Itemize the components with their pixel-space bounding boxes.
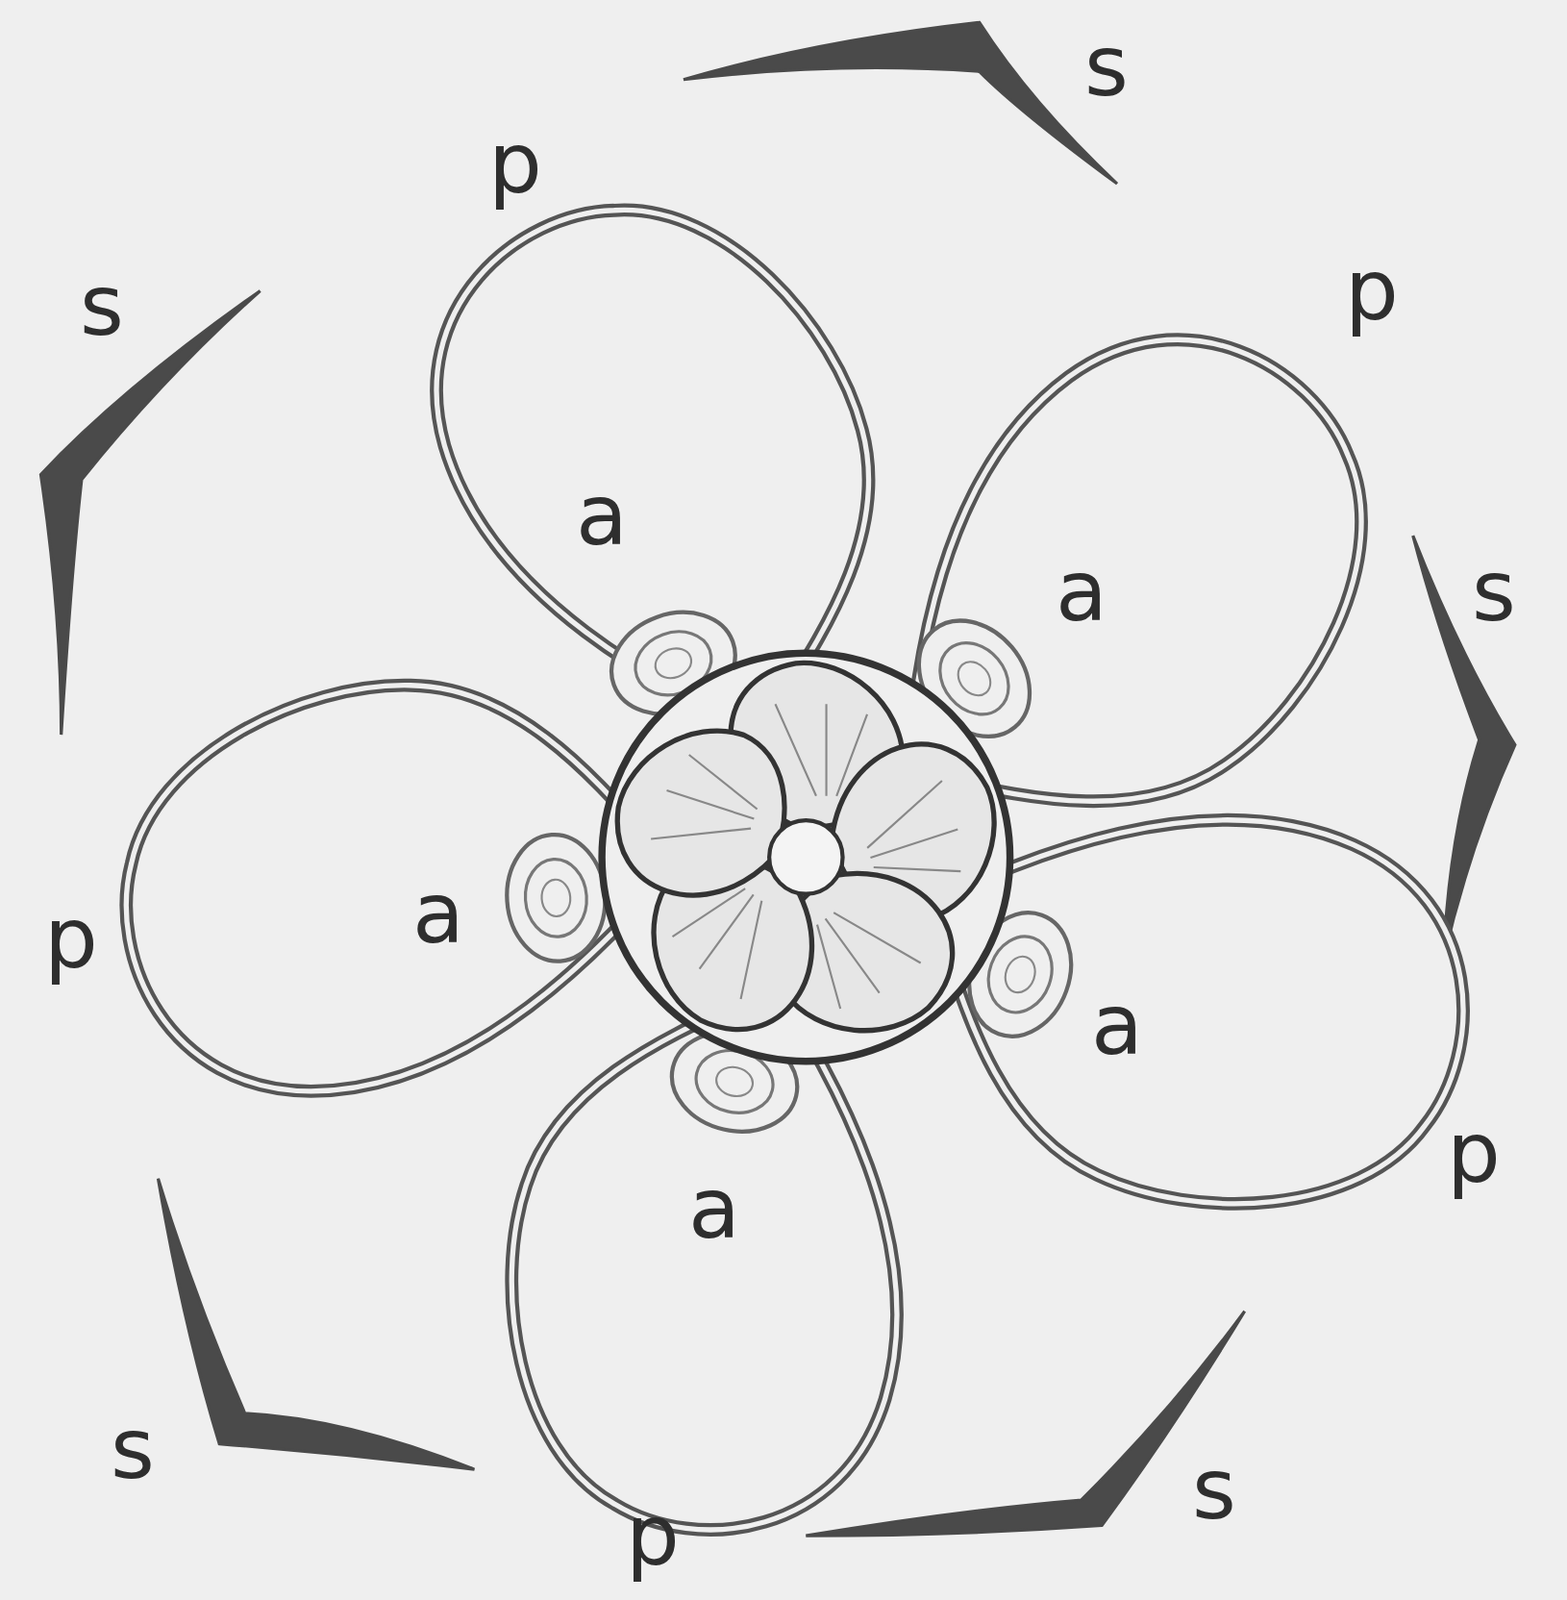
flower-center (597, 652, 1021, 1071)
anther-label: a (1091, 982, 1144, 1068)
anther-core (951, 655, 997, 702)
sepal (683, 22, 1118, 184)
anther-label: a (412, 870, 465, 956)
anther-inner (522, 856, 590, 939)
stigma (769, 820, 843, 894)
petal-label: p (488, 121, 543, 206)
anther-label: a (688, 1166, 741, 1251)
anther-core (1000, 951, 1041, 996)
sepal-label: s (1084, 24, 1129, 109)
petal-label: p (625, 1492, 680, 1578)
petal-label: p (1446, 1110, 1501, 1195)
petals (111, 148, 1516, 1567)
sepal-label: s (1192, 1446, 1237, 1532)
sepal (40, 290, 260, 735)
sepal (157, 1178, 474, 1469)
anther-core (713, 1063, 756, 1100)
petal-label: p (44, 895, 99, 981)
anther-label: a (575, 472, 628, 558)
petal-label: p (1344, 248, 1399, 333)
anther (502, 831, 610, 965)
anther-core (540, 878, 572, 918)
carpel (597, 704, 808, 920)
anther-label: a (1055, 548, 1108, 634)
anthers (502, 595, 1089, 1144)
sepal-label: s (110, 1406, 155, 1492)
sepal-label: s (1471, 548, 1517, 634)
carpel-veins (650, 751, 767, 868)
sepal-label: s (79, 263, 125, 349)
anther-core (650, 643, 696, 683)
anther-outline (502, 831, 610, 965)
